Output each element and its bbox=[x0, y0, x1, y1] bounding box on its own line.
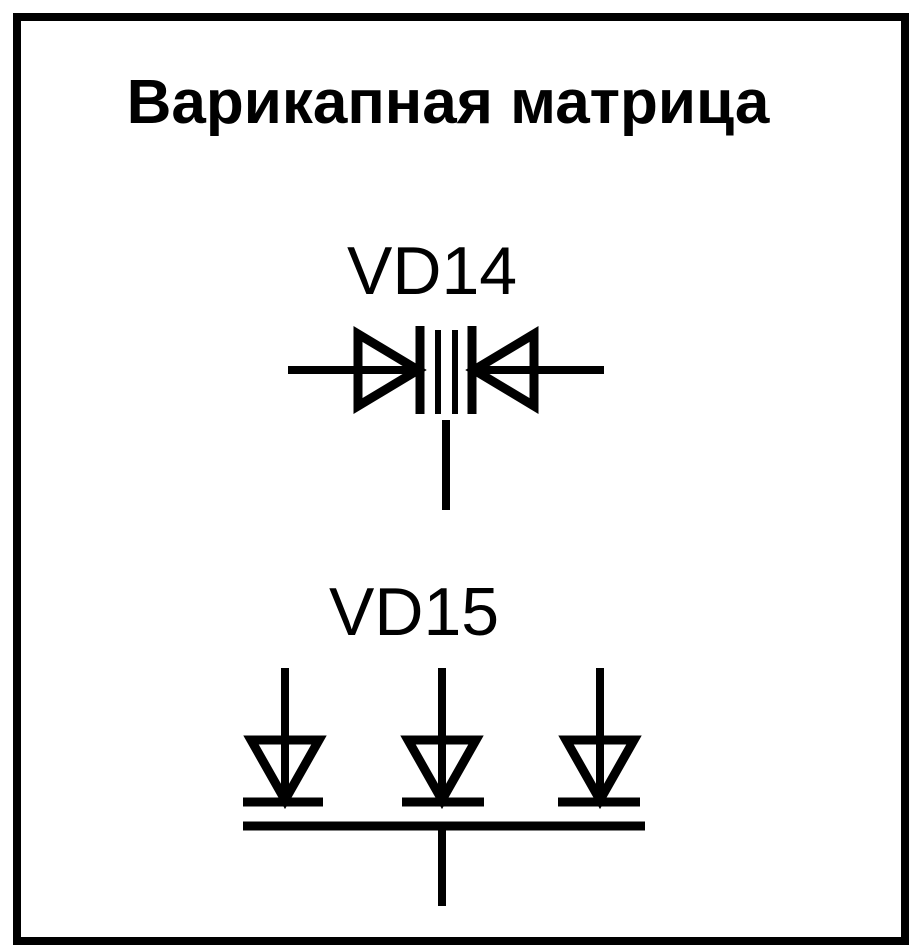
vd14-label: VD14 bbox=[347, 233, 518, 309]
vd15-diode-1 bbox=[243, 668, 327, 810]
vd15-symbol bbox=[243, 668, 645, 906]
vd15-label: VD15 bbox=[329, 574, 500, 650]
diagram-title: Варикапная матрица bbox=[126, 68, 770, 137]
vd14-left-diode-triangle bbox=[353, 326, 427, 414]
vd15-diode-3-triangle bbox=[558, 735, 642, 810]
diagram-frame bbox=[13, 13, 909, 945]
vd15-diode-2-triangle bbox=[400, 735, 484, 810]
vd15-diode-2 bbox=[400, 668, 484, 810]
vd14-right-diode-triangle bbox=[465, 326, 539, 414]
vd14-symbol bbox=[288, 326, 604, 510]
vd15-diode-3 bbox=[558, 668, 642, 810]
vd15-diode-1-triangle bbox=[243, 735, 327, 810]
